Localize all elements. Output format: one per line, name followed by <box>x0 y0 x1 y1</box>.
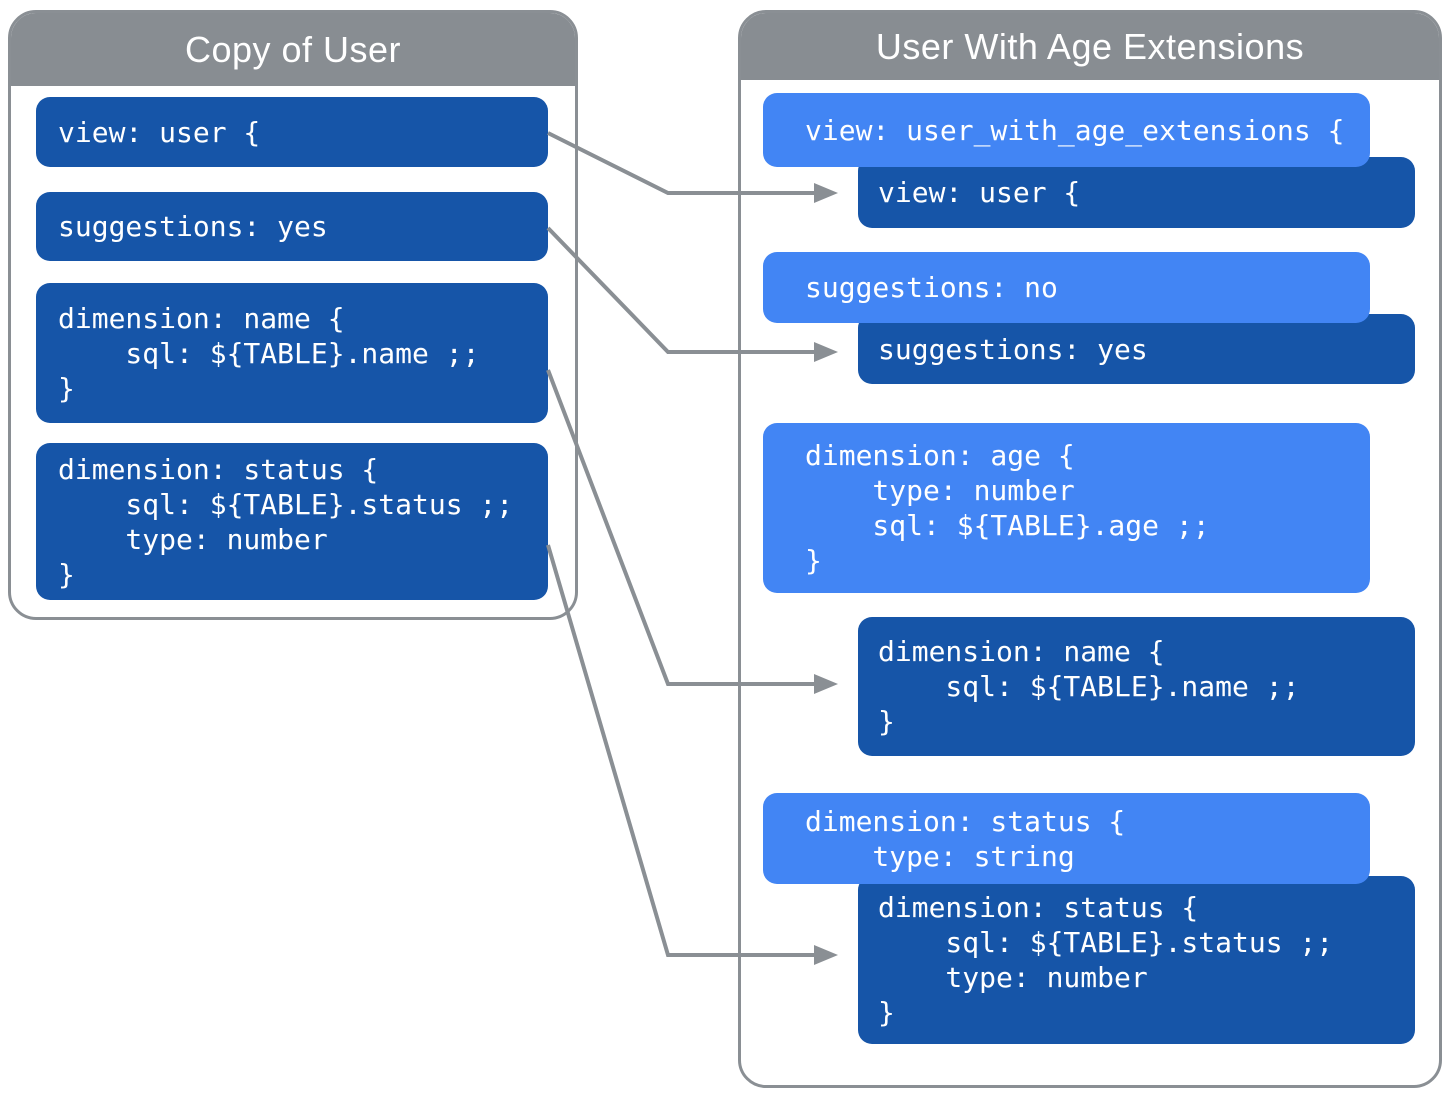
code-line: type: number <box>805 474 1075 507</box>
code-line: dimension: name { <box>58 301 345 335</box>
code-line: dimension: age { <box>805 439 1075 472</box>
right-block-dimension-status-light: dimension: status { type: string <box>763 793 1370 884</box>
right-block-view-original-dark: view: user { <box>858 157 1415 228</box>
left-block-dimension-name: dimension: name { sql: ${TABLE}.name ;;} <box>36 283 548 423</box>
code-line: sql: ${TABLE}.age ;; <box>805 509 1210 542</box>
left-block-suggestions-yes: suggestions: yes <box>36 192 548 261</box>
user-with-age-extensions-header: User With Age Extensions <box>741 13 1439 80</box>
right-block-suggestions-yes-dark: suggestions: yes <box>858 314 1415 384</box>
code-line: dimension: status { <box>878 891 1199 924</box>
right-block-view-extended-light: view: user_with_age_extensions { <box>763 93 1370 167</box>
right-block-dimension-name-dark: dimension: name { sql: ${TABLE}.name ;;} <box>858 617 1415 756</box>
code-line: suggestions: yes <box>58 210 328 243</box>
code-line: dimension: status { <box>58 452 379 486</box>
code-line: sql: ${TABLE}.status ;; <box>878 926 1334 959</box>
code-line: sql: ${TABLE}.status ;; <box>58 487 514 521</box>
code-line: } <box>878 996 895 1029</box>
code-line: view: user { <box>58 115 261 149</box>
right-block-dimension-status-dark: dimension: status { sql: ${TABLE}.status… <box>858 876 1415 1044</box>
code-line: } <box>58 371 75 405</box>
left-block-view-user: view: user { <box>36 97 548 167</box>
copy-of-user-header: Copy of User <box>11 13 575 86</box>
code-line: view: user_with_age_extensions { <box>805 113 1345 147</box>
right-block-suggestions-no-light: suggestions: no <box>763 252 1370 323</box>
code-line: view: user { <box>878 176 1081 209</box>
code-line: suggestions: yes <box>878 332 1148 366</box>
user-with-age-extensions-title: User With Age Extensions <box>875 25 1305 67</box>
code-line: sql: ${TABLE}.name ;; <box>878 670 1300 703</box>
right-block-dimension-age-light: dimension: age { type: number sql: ${TAB… <box>763 423 1370 593</box>
code-line: type: number <box>58 522 328 556</box>
code-line: sql: ${TABLE}.name ;; <box>58 336 480 370</box>
left-block-dimension-status: dimension: status { sql: ${TABLE}.status… <box>36 443 548 600</box>
code-line: type: string <box>805 839 1075 873</box>
code-line: dimension: status { <box>805 804 1126 838</box>
code-line: } <box>58 557 75 591</box>
code-line: } <box>878 705 895 738</box>
code-line: } <box>805 544 822 577</box>
code-line: dimension: name { <box>878 635 1165 668</box>
code-line: suggestions: no <box>805 271 1058 304</box>
copy-of-user-title: Copy of User <box>184 28 402 70</box>
code-line: type: number <box>878 961 1148 994</box>
